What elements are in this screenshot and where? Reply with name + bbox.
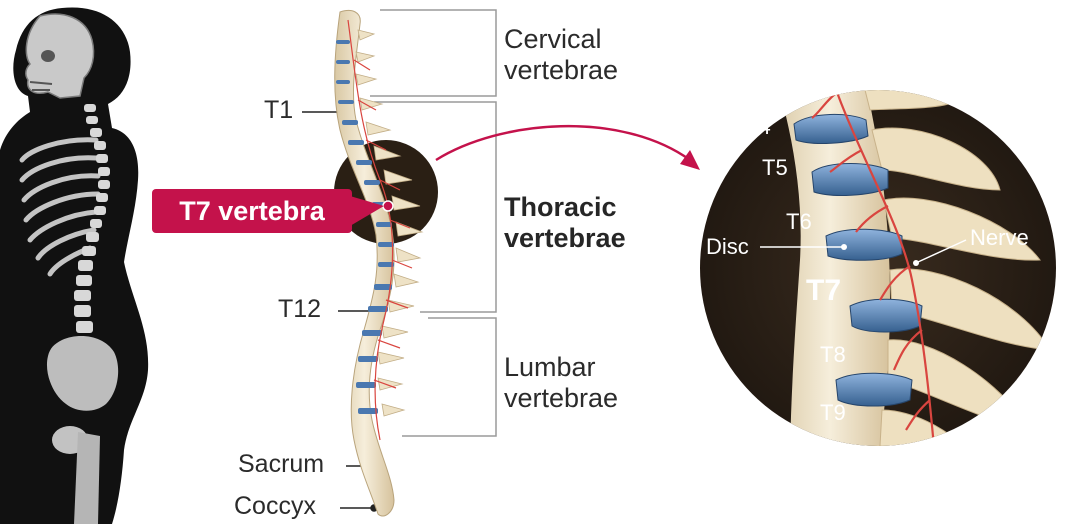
region-brackets [370, 9, 497, 437]
body-silhouette [0, 7, 149, 524]
zoom-t8-label: T8 [820, 342, 846, 367]
zoom-disc-label: Disc [706, 234, 749, 259]
zoom-nerve-label: Nerve [970, 225, 1029, 250]
cervical-label: Cervical vertebrae [504, 24, 618, 86]
zoom-arrow-head [680, 150, 700, 170]
t7-callout: T7 vertebra [152, 189, 352, 233]
zoom-t5-label: T5 [762, 155, 788, 180]
spinal-body [334, 10, 395, 517]
zoom-t4-label: T4 [745, 114, 771, 139]
cervical-label-line1: Cervical [504, 24, 602, 54]
lumbar-label: Lumbar vertebrae [504, 352, 618, 414]
t12-label: T12 [278, 295, 322, 323]
zoom-vertebral-body [770, 90, 890, 446]
skull-eye [41, 50, 55, 62]
callout-pointer [350, 196, 384, 226]
spinal-nerves [347, 19, 413, 441]
thoracic-label-line1: Thoracic [504, 192, 617, 222]
coccyx-label: Coccyx [234, 492, 316, 520]
t1-label: T1 [264, 96, 294, 124]
thoracic-label: Thoracic vertebrae [504, 192, 626, 254]
zoom-arrow [435, 124, 691, 162]
spine-column [334, 10, 424, 517]
lumbar-label-line1: Lumbar [504, 352, 596, 382]
thoracic-label-line2: vertebrae [504, 223, 626, 254]
zoom-t6-label: T6 [786, 209, 812, 234]
t7-marker [382, 200, 394, 212]
skull-teeth [29, 81, 53, 91]
zoom-t9-label: T9 [820, 400, 846, 425]
silhouette-spine [74, 104, 110, 333]
ribcage [19, 137, 101, 277]
zoom-t7-label: T7 [806, 274, 842, 307]
pelvis [46, 336, 119, 411]
femur [74, 432, 100, 524]
spinal-discs [336, 40, 394, 414]
zoom-circle [698, 88, 1058, 448]
cervical-label-line2: vertebrae [504, 55, 619, 86]
sacrum-label: Sacrum [238, 450, 325, 478]
spinous-processes [355, 29, 424, 417]
lumbar-label-line2: vertebrae [504, 383, 619, 414]
skull [25, 13, 95, 99]
